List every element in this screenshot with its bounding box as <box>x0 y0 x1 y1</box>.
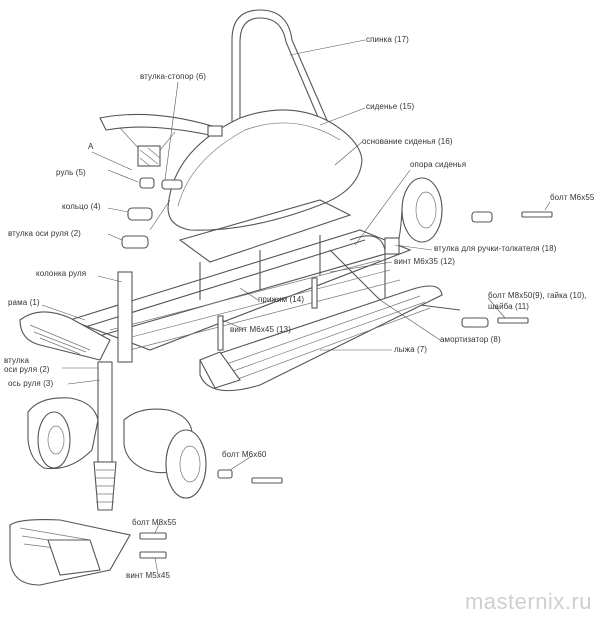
label-bolt-m8x55: болт М8х55 <box>132 518 177 527</box>
front-wheel-guard-left <box>27 397 99 470</box>
label-bolt-m8x50-line2: шайба (11) <box>488 302 530 311</box>
rear-wheel <box>384 177 443 255</box>
label-vint-m5x45: винт М5х45 <box>126 571 171 580</box>
front-wheel-guard-right <box>123 408 207 499</box>
bolts <box>139 211 553 559</box>
leader-lines <box>41 39 551 575</box>
label-lyzha: лыжа (7) <box>394 345 428 354</box>
label-spinka: спинка (17) <box>366 35 409 44</box>
seat <box>167 109 363 231</box>
label-prizhim: прижим (14) <box>258 295 305 304</box>
label-sidenye: сиденье (15) <box>366 102 415 111</box>
label-vint-m6x45: винт М6х45 (13) <box>230 325 291 334</box>
front-ski-top <box>19 311 111 361</box>
label-vtulka-osi-line1: втулка <box>4 356 30 365</box>
label-vtulka-stopor: втулка-стопор (6) <box>140 72 207 81</box>
label-koltso: кольцо (4) <box>62 202 101 211</box>
label-bolt-m6x55: болт М6х55 <box>550 193 595 202</box>
backrest <box>231 9 341 151</box>
label-osnovanie: основание сиденья (16) <box>362 137 453 146</box>
label-rama: рама (1) <box>8 298 40 307</box>
label-vtulka-osi-rulya-top: втулка оси руля (2) <box>8 229 81 238</box>
label-kolonka: колонка руля <box>36 269 87 278</box>
ski <box>199 285 443 392</box>
watermark: masternix.ru <box>464 589 592 614</box>
label-bolt-m8x50-line1: болт М8х50(9), гайка (10), <box>488 291 587 300</box>
label-vint-m6x35: винт М6х35 (12) <box>394 257 455 266</box>
steering-column <box>93 271 133 511</box>
label-vtulka-ruchki: втулка для ручки-толкателя (18) <box>434 244 557 253</box>
label-vtulka-osi-line2: оси руля (2) <box>4 365 50 374</box>
label-rul: руль (5) <box>56 168 86 177</box>
label-os-rulya: ось руля (3) <box>8 379 54 388</box>
steering-wheel <box>99 113 223 167</box>
label-amortizator: амортизатор (8) <box>440 335 501 344</box>
label-opora: опора сиденья <box>410 160 467 169</box>
bottom-ski <box>9 519 131 586</box>
small-parts <box>121 177 493 328</box>
label-bolt-m6x60: болт М6х60 <box>222 450 267 459</box>
label-a: А <box>88 142 94 151</box>
frame <box>68 199 461 351</box>
